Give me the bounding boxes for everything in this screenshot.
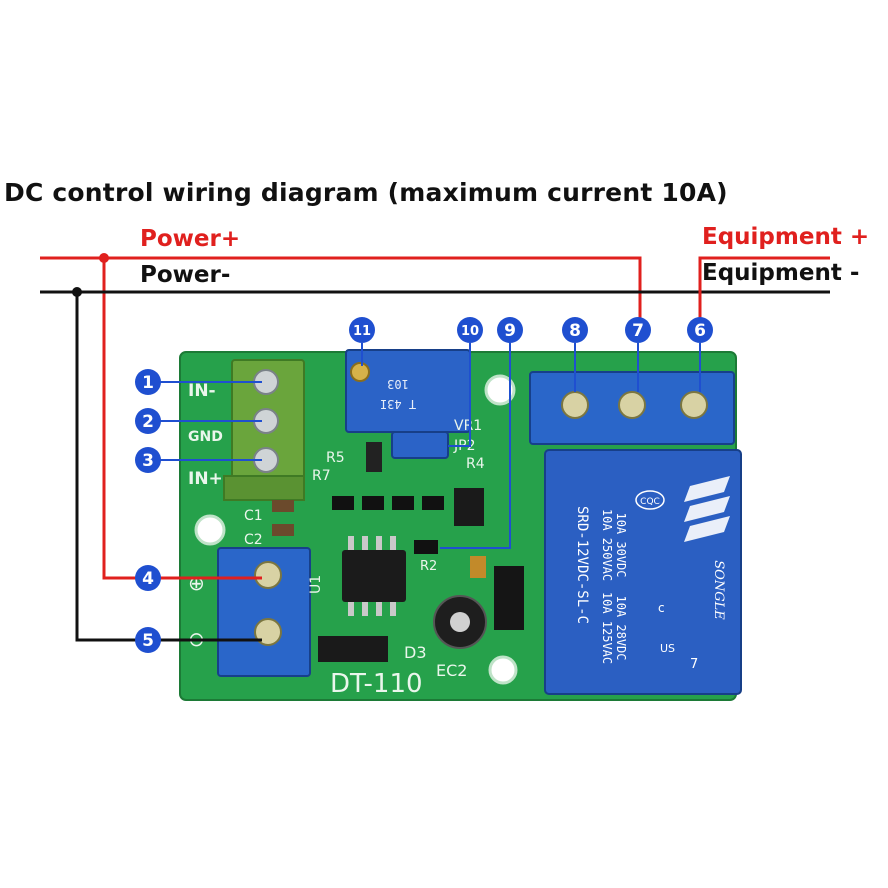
marker-9: 9: [497, 317, 523, 343]
vr1-silk: VR1: [454, 418, 482, 434]
relay-model-text: SRD-12VDC-SL-C: [574, 506, 590, 624]
marker-4: 4: [135, 565, 161, 591]
equipment-minus-label: Equipment -: [702, 260, 860, 286]
gnd-silk: GND: [188, 429, 223, 445]
d3-silk: D3: [404, 643, 427, 662]
svg-text:4: 4: [142, 569, 154, 589]
screw-icon: [561, 391, 589, 419]
r4-silk: R4: [466, 456, 485, 472]
marker-10: 10: [457, 317, 483, 343]
jumper: [366, 431, 449, 472]
c2-silk: C2: [244, 532, 263, 548]
trim-screw-icon: [350, 362, 370, 382]
svg-text:6: 6: [694, 321, 706, 341]
svg-text:10: 10: [461, 324, 479, 339]
marker-11: 11: [349, 317, 375, 343]
diagram-title: DC control wiring diagram (maximum curre…: [4, 178, 728, 207]
relay-us-mark: US: [660, 642, 675, 655]
svg-text:2: 2: [142, 412, 154, 432]
svg-text:7: 7: [632, 321, 644, 341]
r7-silk: R7: [312, 468, 331, 484]
svg-text:3: 3: [142, 451, 154, 471]
marker-line: [440, 343, 511, 549]
relay-rating-2: 10A 30VDC: [614, 512, 628, 577]
power-plus-wire: [40, 256, 642, 330]
marker-2: 2: [135, 408, 161, 434]
pot-text-3: T 43I: [380, 397, 416, 411]
relay-brand: SONGLE: [711, 560, 726, 620]
songle-logo-icon: [684, 476, 730, 542]
svg-text:5: 5: [142, 631, 154, 651]
equipment-plus-label: Equipment +: [702, 224, 870, 250]
ic-chip: [342, 536, 406, 616]
relay-rating-3: 10A 125VAC: [600, 592, 614, 664]
equipment-plus-wire: [698, 256, 830, 330]
pot-text-1: 103: [387, 377, 409, 391]
screw-icon: [618, 391, 646, 419]
power-plus-drop-wire: [102, 258, 140, 580]
marker-5: 5: [135, 627, 161, 653]
power-terminal-block: [217, 547, 311, 677]
mounting-hole: [488, 655, 518, 685]
screw-icon: [680, 391, 708, 419]
junction-dot: [99, 253, 109, 263]
u1-silk: U1: [308, 575, 324, 594]
svg-text:8: 8: [569, 321, 581, 341]
svg-text:9: 9: [504, 321, 516, 341]
r5-silk: R5: [326, 450, 345, 466]
power-minus-label: Power-: [140, 262, 231, 288]
r2-silk: R2: [420, 559, 437, 574]
svg-text:1: 1: [142, 373, 154, 393]
marker-8: 8: [562, 317, 588, 343]
smd-components: [272, 488, 524, 662]
plus-symbol-silk: ⊕: [188, 571, 205, 595]
screw-icon: [254, 561, 282, 589]
c1-silk: C1: [244, 508, 263, 524]
power-minus-drop-wire: [75, 292, 140, 642]
numbered-markers: 1 2 3 4 5 6 7: [135, 317, 713, 653]
relay-cqc-mark: CQC: [640, 497, 660, 507]
marker-3: 3: [135, 447, 161, 473]
junction-dot: [72, 287, 82, 297]
svg-text:11: 11: [353, 324, 371, 339]
marker-6: 6: [687, 317, 713, 343]
marker-line: [448, 343, 471, 447]
marker-7: 7: [625, 317, 651, 343]
relay: SRD-12VDC-SL-C 10A 250VAC 10A 30VDC 10A …: [544, 449, 742, 695]
input-terminal-block: [223, 359, 305, 501]
in-minus-silk: IN-: [188, 381, 216, 401]
relay-7-mark: 7: [690, 657, 698, 672]
mounting-hole: [484, 374, 516, 406]
output-terminal-block: [529, 371, 735, 445]
potentiometer: 103 T 43I: [345, 349, 471, 433]
ec2-silk: EC2: [436, 661, 467, 680]
relay-rating-1: 10A 250VAC: [600, 509, 614, 581]
relay-c-mark: c: [658, 601, 665, 615]
board-model-silk: DT-110: [330, 669, 423, 699]
in-plus-silk: IN+: [188, 469, 223, 489]
marker-1: 1: [135, 369, 161, 395]
power-plus-label: Power+: [140, 226, 241, 252]
wires: [40, 253, 830, 642]
mounting-hole: [194, 514, 226, 546]
relay-rating-4: 10A 28VDC: [614, 595, 628, 660]
